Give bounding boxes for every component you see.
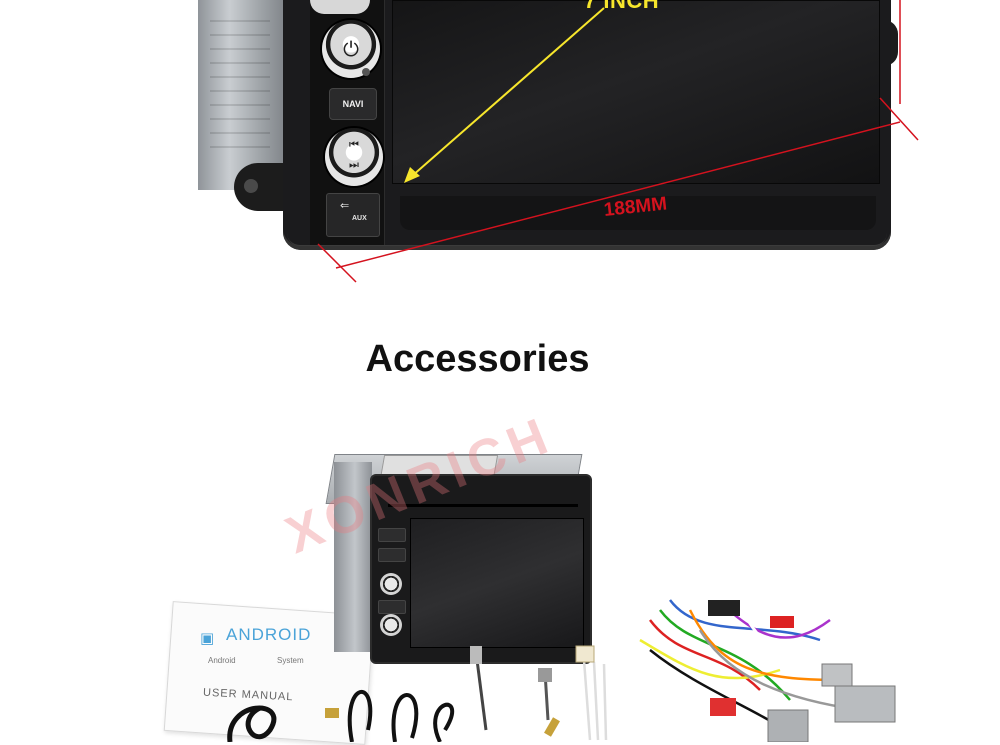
head-unit-button xyxy=(378,528,406,542)
disc-slot xyxy=(388,504,578,507)
head-unit-knob xyxy=(380,614,402,636)
manual-subtitle-android: Android xyxy=(208,656,236,665)
screen-size-label: 7 INCH xyxy=(584,0,660,13)
head-unit-button xyxy=(378,600,406,614)
harness-plug xyxy=(708,600,740,616)
navi-button-label: NAVI xyxy=(342,99,364,109)
harness-plug xyxy=(767,709,809,742)
manual-logo-text: ANDROID xyxy=(226,625,312,644)
connector-leads xyxy=(470,645,608,741)
head-unit-button xyxy=(378,548,406,562)
accessory-cables xyxy=(227,599,896,742)
power-knob xyxy=(322,20,380,78)
android-robot-icon: ▣ xyxy=(200,629,215,647)
harness-plug xyxy=(710,698,736,716)
harness-plug xyxy=(834,685,896,723)
unit-metal-chassis xyxy=(198,0,290,190)
aux-label: AUX xyxy=(352,215,367,222)
manual-subtitle-system: System xyxy=(277,656,304,665)
coiled-cables xyxy=(347,689,455,742)
gps-antenna xyxy=(227,705,339,742)
next-track-icon: ⏭ xyxy=(349,158,359,171)
volume-knob xyxy=(310,0,370,14)
head-unit-knob xyxy=(380,573,402,595)
head-unit-side xyxy=(334,462,372,652)
accessories-title: Accessories xyxy=(365,338,590,380)
harness-plug xyxy=(821,663,853,687)
harness-plug xyxy=(770,616,794,628)
unit-screen xyxy=(392,0,880,184)
power-icon: ⏻ xyxy=(343,37,359,61)
seek-knob xyxy=(325,128,383,186)
microphone-hole xyxy=(362,68,370,76)
navi-button: NAVI xyxy=(329,88,377,120)
head-unit-screen xyxy=(410,518,584,648)
previous-track-icon: ⏮ xyxy=(349,138,359,151)
product-dimensions-section: ⏻ NAVI ⏮ ⏭ ⇐ AUX 7 INCH 188MM xyxy=(0,0,1000,300)
aux-jack-icon: ⇐ xyxy=(340,199,350,212)
